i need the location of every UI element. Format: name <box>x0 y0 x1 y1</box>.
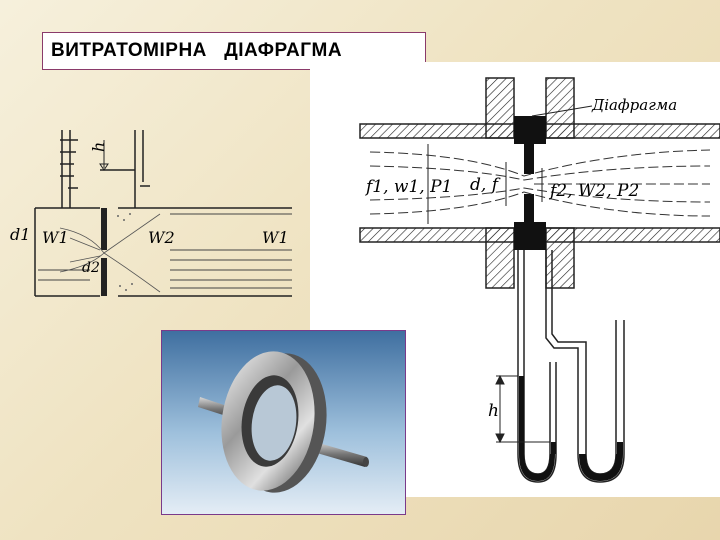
left-label-w1-left: W1 <box>42 228 69 247</box>
orifice-plate-illustration <box>162 331 405 514</box>
left-label-h: h <box>89 142 108 152</box>
left-label-w2: W2 <box>148 228 175 247</box>
left-schematic: h d1 d2 W1 W2 W1 <box>10 130 292 297</box>
orifice-plate-photo <box>161 330 406 515</box>
label-downstream: f2, W2, P2 <box>548 181 639 201</box>
title-box: ВИТРАТОМІРНА ДІАФРАГМА <box>42 32 426 70</box>
page-title: ВИТРАТОМІРНА ДІАФРАГМА <box>51 40 343 61</box>
label-upstream: f1, w1, P1 <box>364 177 452 197</box>
left-label-d1: d1 <box>10 225 30 244</box>
label-orifice: d, f <box>470 175 501 195</box>
label-diaphragm: Діафрагма <box>591 96 677 114</box>
right-label-h: h <box>488 401 499 421</box>
left-label-w1-right: W1 <box>262 228 289 247</box>
right-schematic: Діафрагма f1, w1, P1 d, f f2, W2, P2 h <box>359 77 720 483</box>
left-label-d2: d2 <box>82 260 100 276</box>
